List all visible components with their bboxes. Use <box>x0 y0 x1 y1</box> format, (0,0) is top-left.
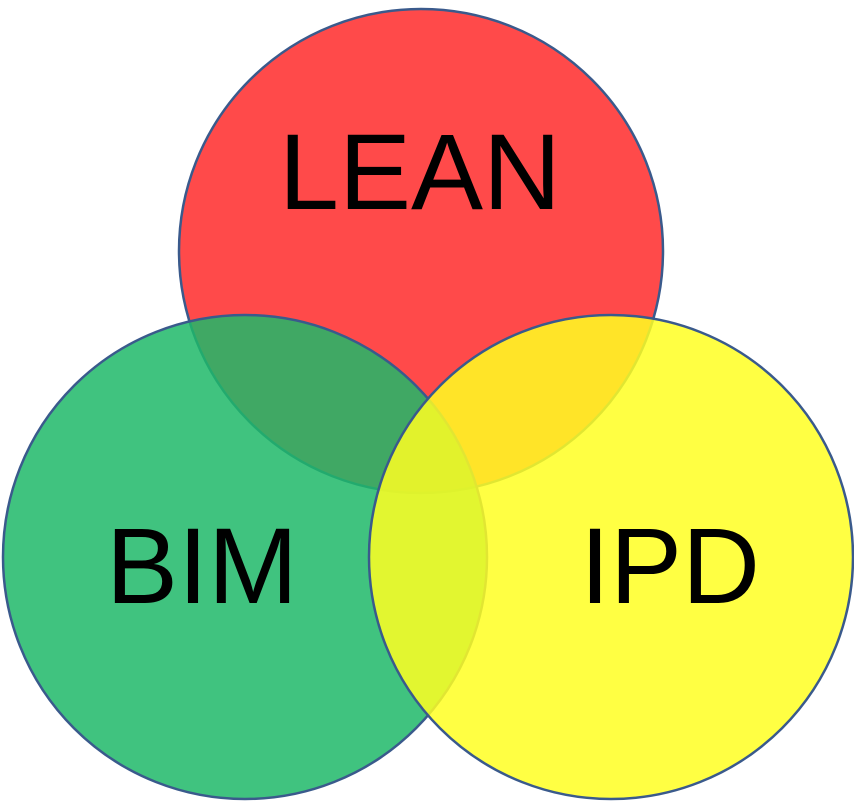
lean-label: LEAN <box>279 111 561 232</box>
labels-layer: LEAN BIM IPD <box>106 111 760 626</box>
ipd-label: IPD <box>580 505 760 626</box>
bim-label: BIM <box>106 505 298 626</box>
circles-layer <box>1 7 854 801</box>
ipd-circle <box>367 313 854 801</box>
